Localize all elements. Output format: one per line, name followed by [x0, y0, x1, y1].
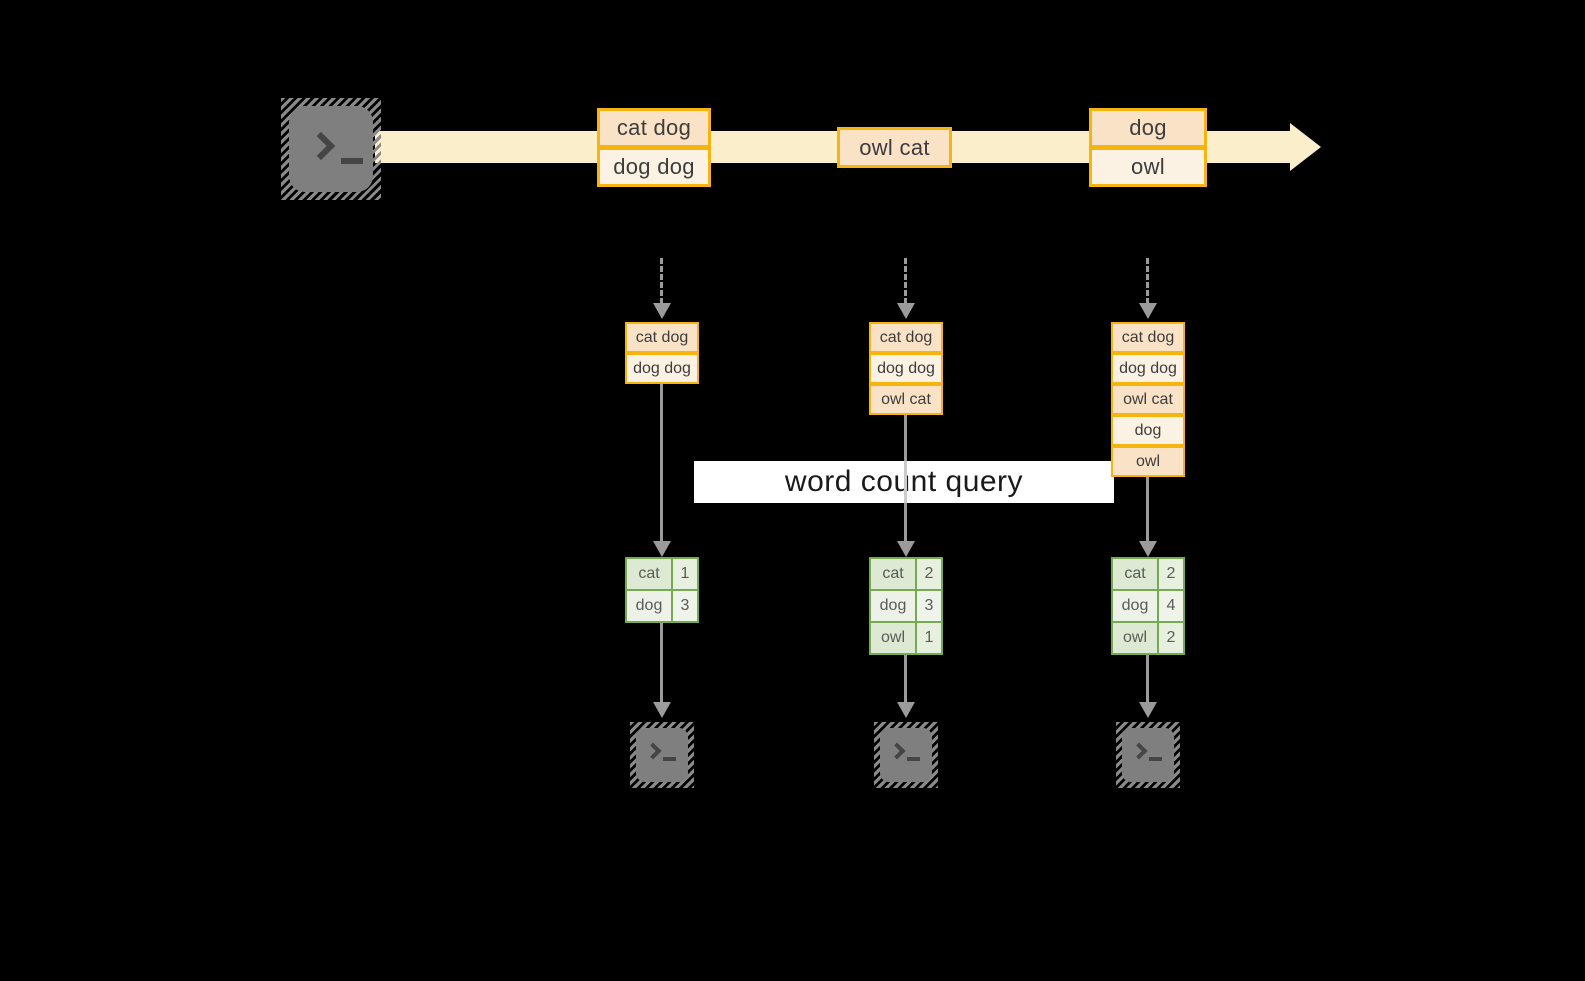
prompt-underscore-icon [907, 757, 920, 761]
stream-arrowhead [1290, 123, 1321, 171]
stream-batch-1: cat dog dog dog [597, 108, 711, 187]
word-cell: owl [871, 623, 915, 653]
result-table-3: cat 2 dog 4 owl 2 [1111, 557, 1185, 655]
sink-terminal-icon-2 [874, 722, 938, 788]
input-table-2: cat dog dog dog owl cat [869, 322, 943, 415]
count-cell: 4 [1159, 591, 1183, 621]
prompt-chevron-icon [888, 742, 906, 760]
terminal-screen [880, 728, 932, 782]
query-flow-arrowhead-3 [1139, 541, 1157, 557]
stream-message: cat dog [597, 108, 711, 148]
prompt-chevron-icon [644, 742, 662, 760]
trigger-arrow-line-2 [904, 258, 907, 304]
prompt-underscore-icon [341, 158, 363, 164]
query-flow-arrowhead-2 [897, 541, 915, 557]
prompt-underscore-icon [663, 757, 676, 761]
input-row: dog dog [869, 353, 943, 384]
input-row: cat dog [1111, 322, 1185, 353]
trigger-arrowhead-2 [897, 303, 915, 319]
result-row: cat 2 [1113, 559, 1183, 589]
result-row: cat 1 [627, 559, 697, 589]
terminal-screen [1122, 728, 1174, 782]
output-arrowhead-2 [897, 702, 915, 718]
input-row: dog dog [625, 353, 699, 384]
query-flow-line-1 [660, 384, 663, 541]
sink-terminal-icon-3 [1116, 722, 1180, 788]
stream-message: owl cat [837, 127, 952, 168]
source-terminal-icon [281, 98, 381, 200]
word-cell: dog [627, 591, 671, 621]
stream-message: dog dog [597, 147, 711, 187]
prompt-underscore-icon [1149, 757, 1162, 761]
input-row: cat dog [869, 322, 943, 353]
count-cell: 3 [917, 591, 941, 621]
stream-message: owl [1089, 147, 1207, 187]
stream-batch-3: dog owl [1089, 108, 1207, 187]
trigger-arrowhead-3 [1139, 303, 1157, 319]
count-cell: 2 [1159, 623, 1183, 653]
prompt-chevron-icon [1130, 742, 1148, 760]
stream-batch-2: owl cat [837, 127, 952, 168]
output-arrowhead-1 [653, 702, 671, 718]
word-cell: dog [871, 591, 915, 621]
input-row: dog dog [1111, 353, 1185, 384]
query-flow-line-over-bar [904, 461, 907, 503]
input-table-1: cat dog dog dog [625, 322, 699, 384]
count-cell: 1 [917, 623, 941, 653]
output-line-3 [1146, 655, 1149, 702]
word-cell: cat [627, 559, 671, 589]
prompt-chevron-icon [306, 131, 336, 161]
terminal-screen [289, 106, 373, 192]
result-row: dog 3 [627, 591, 697, 621]
output-line-2 [904, 655, 907, 702]
result-row: owl 2 [1113, 623, 1183, 653]
output-line-1 [660, 623, 663, 702]
input-row: cat dog [625, 322, 699, 353]
count-cell: 3 [673, 591, 697, 621]
result-row: dog 4 [1113, 591, 1183, 621]
output-arrowhead-3 [1139, 702, 1157, 718]
input-row: owl cat [869, 384, 943, 415]
result-row: owl 1 [871, 623, 941, 653]
input-row: dog [1111, 415, 1185, 446]
count-cell: 2 [1159, 559, 1183, 589]
word-cell: owl [1113, 623, 1157, 653]
sink-terminal-icon-1 [630, 722, 694, 788]
word-cell: dog [1113, 591, 1157, 621]
count-cell: 1 [673, 559, 697, 589]
result-row: dog 3 [871, 591, 941, 621]
count-cell: 2 [917, 559, 941, 589]
input-table-3: cat dog dog dog owl cat dog owl [1111, 322, 1185, 477]
stream-message: dog [1089, 108, 1207, 148]
input-row: owl [1111, 446, 1185, 477]
trigger-arrowhead-1 [653, 303, 671, 319]
query-flow-line-3 [1146, 477, 1149, 541]
trigger-arrow-line-1 [660, 258, 663, 304]
input-row: owl cat [1111, 384, 1185, 415]
result-table-1: cat 1 dog 3 [625, 557, 699, 623]
trigger-arrow-line-3 [1146, 258, 1149, 304]
result-table-2: cat 2 dog 3 owl 1 [869, 557, 943, 655]
word-cell: cat [1113, 559, 1157, 589]
word-cell: cat [871, 559, 915, 589]
query-label: word count query [784, 465, 1024, 498]
result-row: cat 2 [871, 559, 941, 589]
query-flow-arrowhead-1 [653, 541, 671, 557]
terminal-screen [636, 728, 688, 782]
